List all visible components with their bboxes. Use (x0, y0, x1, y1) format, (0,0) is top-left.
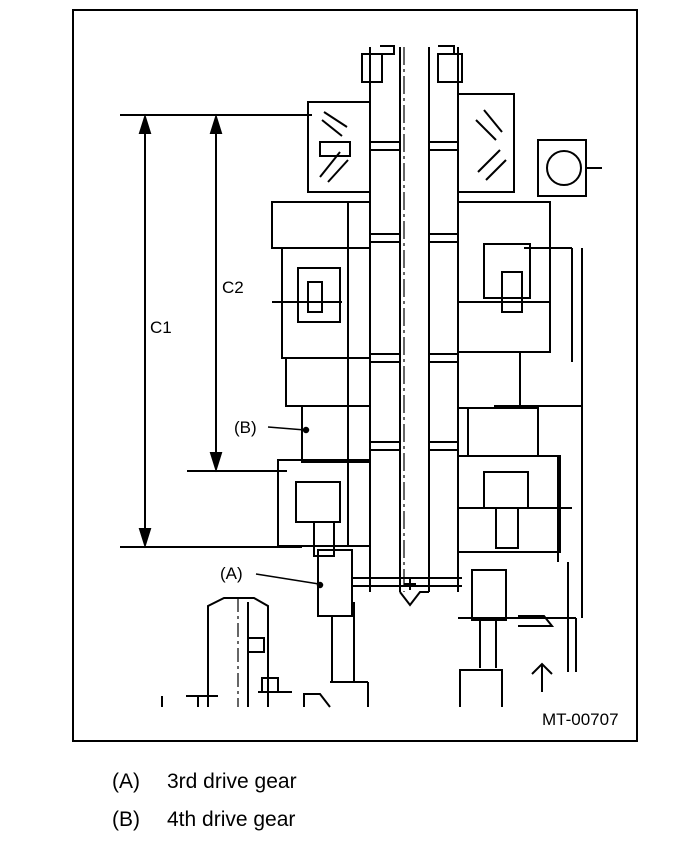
callout-a-label: (A) (220, 564, 243, 583)
bearing-left-top (307, 101, 400, 193)
main-shaft (352, 45, 463, 607)
legend-key-b: (B) (112, 808, 140, 831)
gear-stack-right-lower (457, 455, 572, 562)
legend-key-a: (A) (112, 770, 140, 793)
gear-stack-left-upper (271, 201, 400, 359)
gear-stack-right-middle (429, 351, 582, 457)
legend-item-b: (B) 4th drive gear (112, 808, 295, 832)
gear-stack-left-lower (277, 459, 371, 557)
counter-shaft-lower-left (161, 597, 331, 708)
dimension-lines (120, 113, 312, 549)
leader-lines (255, 426, 324, 589)
callout-b-label: (B) (234, 418, 257, 437)
third-gear-hub (317, 549, 369, 707)
dimension-c1-label: C1 (150, 318, 172, 337)
bearing-small-right (537, 139, 602, 197)
legend-item-a: (A) 3rd drive gear (112, 770, 297, 794)
legend-text-a: 3rd drive gear (167, 770, 297, 793)
transmission-shaft-drawing (120, 45, 602, 708)
gear-stack-right-upper (429, 201, 573, 362)
right-housing (458, 248, 583, 707)
bearing-right-top (429, 93, 515, 193)
diagram-frame: C1 C2 (B) (A) MT-00707 (72, 9, 638, 742)
gear-stack-left-middle (285, 353, 400, 463)
dimension-c2-label: C2 (222, 278, 244, 297)
figure-code: MT-00707 (542, 710, 619, 729)
legend-text-b: 4th drive gear (167, 808, 296, 831)
